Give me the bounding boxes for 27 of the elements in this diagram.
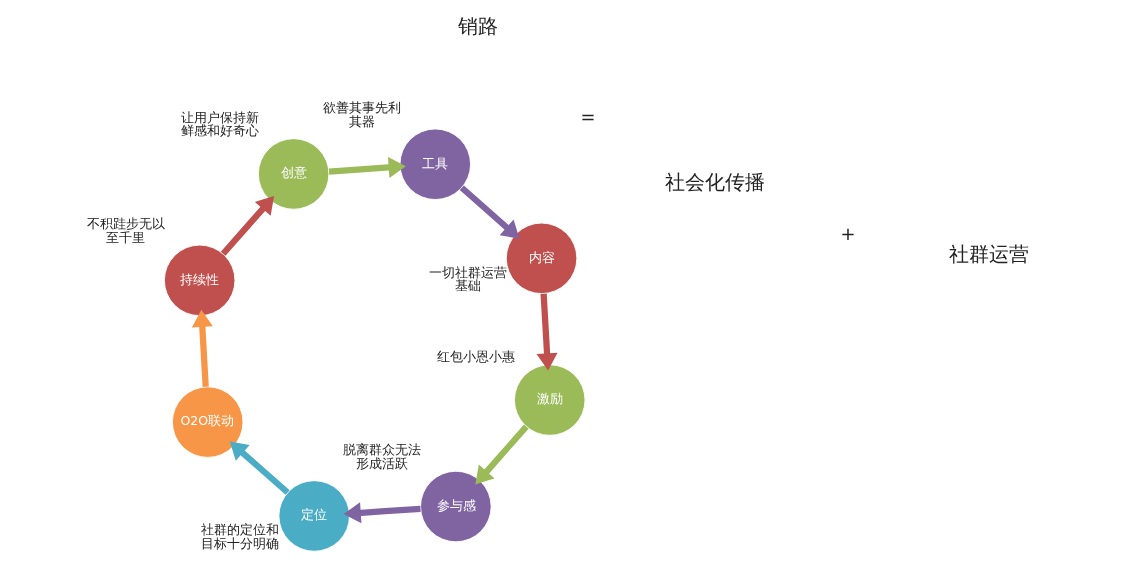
node-label: 脱离群众无法形成活跃 — [343, 442, 422, 471]
node-circle: 定位 — [278, 480, 350, 552]
node-circle: 激励 — [514, 364, 586, 436]
arrow — [343, 502, 421, 524]
node-label: 社群的定位和目标十分明确 — [201, 522, 280, 551]
label: 社群运营 — [948, 243, 1029, 267]
label: 销路 — [458, 14, 499, 38]
arrow — [229, 441, 290, 495]
arrow — [328, 156, 406, 178]
node-circle: 持续性 — [163, 244, 236, 317]
arrow — [475, 424, 529, 485]
arrow — [220, 196, 275, 256]
node-label: 欲善其事先利其器 — [322, 100, 401, 129]
node-label: 红包小恩小惠 — [437, 349, 516, 365]
arrow — [536, 293, 558, 371]
node-label: 一切社群运营基础 — [428, 264, 507, 294]
node-circle: 参与感 — [420, 470, 492, 543]
node-circle: 创意 — [257, 138, 330, 210]
label: = — [580, 106, 596, 128]
arrow — [191, 309, 213, 387]
label: 社会化传播 — [664, 171, 765, 195]
node-label: 不积跬步无以至千里 — [86, 216, 165, 245]
node-circle: 工具 — [399, 128, 471, 200]
node-label: 让用户保持新鲜感和好奇心 — [180, 109, 259, 139]
arrow — [459, 185, 520, 239]
node-circle: O2O联动 — [171, 386, 244, 458]
label: + — [840, 222, 856, 244]
